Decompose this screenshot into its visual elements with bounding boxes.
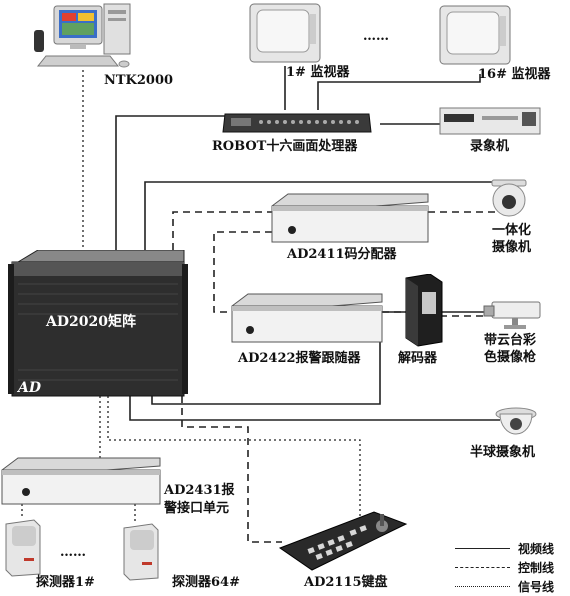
monitor-16-label: 16# 监视器 (478, 67, 551, 82)
legend-signal: 信号线 (455, 578, 554, 595)
legend-video-label: 视频线 (518, 542, 555, 556)
ad2411-distributor (270, 192, 430, 244)
ad2431-alarm-interface (0, 456, 162, 506)
ptz-camera-label-1: 带云台彩 (484, 333, 537, 348)
ad2422-alarm-follower (230, 292, 384, 344)
legend-control: 控制线 (455, 559, 554, 576)
robot-processor (221, 108, 373, 138)
video-line-halfdome (129, 396, 500, 421)
legend-signal-label: 信号线 (518, 580, 555, 594)
legend-control-label: 控制线 (518, 561, 555, 575)
decoder (400, 273, 444, 348)
half-dome-camera (494, 404, 538, 440)
legend-signal-line (455, 586, 510, 587)
dome-camera-label-2: 摄像机 (492, 240, 532, 255)
detector-1 (4, 518, 42, 578)
video-line-ntk (115, 115, 230, 262)
monitor-1-label: 1# 监视器 (286, 65, 350, 80)
recorder-label: 录象机 (470, 139, 510, 154)
ptz-color-camera (482, 298, 544, 330)
legend-video: 视频线 (455, 540, 554, 557)
control-line-ad2411-decoder (213, 231, 272, 313)
matrix-label: AD2020矩阵 (46, 314, 136, 330)
decoder-label: 解码器 (398, 351, 438, 366)
ad2431-label-1: AD2431报 (164, 483, 235, 498)
video-line-monitor16 (317, 74, 481, 110)
detector-64 (122, 522, 160, 582)
detector-64-label: 探测器64# (172, 575, 240, 590)
legend-video-line (455, 548, 510, 549)
ad2411-label: AD2411码分配器 (287, 247, 397, 262)
monitor-1 (248, 2, 322, 66)
ad2020-matrix (8, 249, 190, 398)
keyboard-label: AD2115键盘 (304, 575, 388, 590)
integrated-dome-camera (490, 178, 528, 218)
detector-ellipsis: …… (60, 545, 86, 560)
monitor-16 (438, 4, 512, 68)
detector-1-label: 探测器1# (36, 575, 95, 590)
signal-line-keyboard (107, 396, 361, 534)
ntk2000-computer (26, 2, 136, 72)
video-recorder (438, 104, 542, 138)
ad2422-label: AD2422报警跟随器 (238, 351, 361, 366)
control-line-matrix-ad2411 (172, 211, 272, 262)
ntk2000-label: NTK2000 (104, 73, 174, 88)
ptz-camera-label-2: 色摄像枪 (484, 350, 537, 365)
monitor-ellipsis: …… (363, 29, 389, 44)
legend-control-line (455, 567, 510, 568)
matrix-logo: AD (18, 380, 42, 396)
half-dome-label: 半球摄象机 (470, 445, 536, 460)
ad2115-keyboard (278, 508, 408, 574)
dome-camera-label-1: 一体化 (492, 223, 532, 238)
robot-label: ROBOT十六画面处理器 (212, 139, 358, 154)
video-line-dome (144, 181, 500, 262)
ad2431-label-2: 警接口单元 (164, 501, 230, 516)
control-line-keyboard (181, 396, 282, 543)
